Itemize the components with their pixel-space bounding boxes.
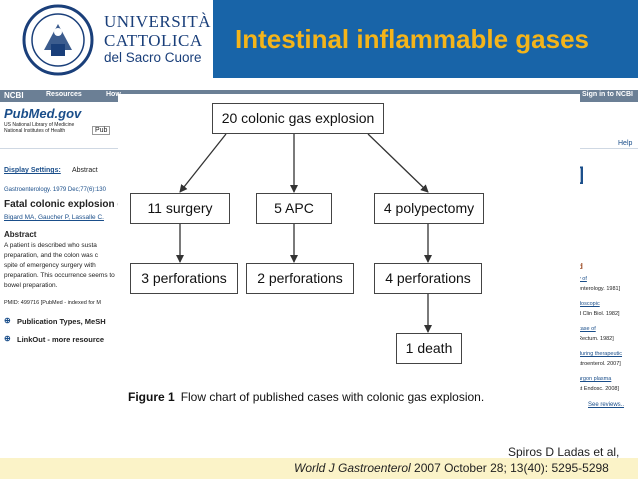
related-line: st Endosc. 2008] <box>578 386 619 392</box>
node-colonic-gas-explosion: 20 colonic gas explosion <box>212 103 384 134</box>
related-line: d Clin Biol. 1982] <box>578 311 620 317</box>
article-title: Fatal colonic explosion d <box>4 199 124 210</box>
node-polypectomy: 4 polypectomy <box>374 193 484 224</box>
related-line: stroenterol. 2007] <box>578 361 621 367</box>
nlm-line1: US National Library of Medicine <box>4 122 75 128</box>
university-seal-icon <box>22 4 94 76</box>
university-name-line3: del Sacro Cuore <box>104 50 202 65</box>
arrow-root-to-polypectomy <box>367 133 429 193</box>
flow-chart-figure: 20 colonic gas explosion 11 surgery 5 AP… <box>118 94 580 412</box>
journal-reference[interactable]: Gastroenterology. 1979 Dec;77(6):130 <box>4 187 106 193</box>
sign-in-link[interactable]: Sign in to NCBI <box>582 91 633 98</box>
abstract-heading: Abstract <box>4 230 37 239</box>
publication-types-link[interactable]: Publication Types, MeSH <box>17 317 106 326</box>
display-mode[interactable]: Abstract <box>72 167 98 174</box>
related-line[interactable]: y of <box>578 276 587 282</box>
node-perforations-apc: 2 perforations <box>246 263 354 294</box>
arrow-root-to-surgery <box>179 133 227 193</box>
university-name: UNIVERSITÀ CATTOLICA del Sacro Cuore <box>104 12 214 66</box>
abstract-line: spite of emergency surgery with <box>4 262 96 269</box>
pubmed-logo[interactable]: PubMed.gov <box>4 106 82 121</box>
university-name-line1: UNIVERSITÀ <box>104 12 211 31</box>
related-line[interactable]: during therapeutic <box>578 351 623 357</box>
node-surgery: 11 surgery <box>130 193 230 224</box>
node-death: 1 death <box>396 333 462 364</box>
display-settings-link[interactable]: Display Settings: <box>4 167 61 174</box>
database-select[interactable]: Pub <box>92 126 111 135</box>
citation-journal: World J Gastroenterol 2007 October 28; 1… <box>294 461 609 475</box>
node-perforations-surgery: 3 perforations <box>130 263 238 294</box>
right-bracket: ] <box>578 164 584 184</box>
help-link[interactable]: Help <box>618 140 633 147</box>
abstract-line: bowel preparation. <box>4 282 58 289</box>
abstract-line: preparation. This occurrence seems to <box>4 272 115 279</box>
title-bar: Intestinal inflammable gases <box>213 0 638 78</box>
linkout-link[interactable]: LinkOut - more resource <box>17 335 105 344</box>
caption-label: Figure 1 <box>128 390 175 404</box>
footer-bar <box>0 458 638 479</box>
related-line: enterology. 1981] <box>578 286 621 292</box>
resources-menu[interactable]: Resources <box>46 91 82 98</box>
journal-details: 2007 October 28; 13(40): 5295-5298 <box>410 461 609 475</box>
related-line[interactable]: doscopic <box>578 301 600 307</box>
flow-arrows <box>176 133 432 333</box>
slide-title: Intestinal inflammable gases <box>235 24 590 54</box>
citation-author: Spiros D Ladas et al, <box>508 445 620 459</box>
related-line[interactable]: case of <box>578 326 596 332</box>
abstract-line: A patient is described who susta <box>4 242 97 249</box>
expand-icon[interactable]: ⊕ <box>4 316 11 325</box>
expand-icon[interactable]: ⊕ <box>4 334 11 343</box>
journal-name: World J Gastroenterol <box>294 461 411 475</box>
ncbi-logo[interactable]: NCBI <box>4 91 24 100</box>
node-apc: 5 APC <box>256 193 332 224</box>
how-to-menu[interactable]: How <box>106 91 121 98</box>
figure-caption: Figure 1 Flow chart of published cases wi… <box>128 390 484 404</box>
article-authors[interactable]: Bigard MA, Gaucher P, Lassalle C. <box>4 214 104 221</box>
pmid: PMID: 499716 [PubMed - indexed for M <box>4 300 101 306</box>
abstract-line: preparation, and the colon was c <box>4 252 98 259</box>
related-heading: d <box>578 262 583 271</box>
related-line[interactable]: argon plasma <box>578 376 612 382</box>
university-name-line2: CATTOLICA <box>104 31 203 50</box>
caption-text: Flow chart of published cases with colon… <box>180 390 485 404</box>
related-line: Rectum. 1982] <box>578 336 614 342</box>
university-logo: UNIVERSITÀ CATTOLICA del Sacro Cuore <box>0 0 213 78</box>
nlm-line2: National Institutes of Health <box>4 128 66 134</box>
node-perforations-polypectomy: 4 perforations <box>374 263 482 294</box>
see-reviews-link[interactable]: See reviews.. <box>588 402 625 408</box>
